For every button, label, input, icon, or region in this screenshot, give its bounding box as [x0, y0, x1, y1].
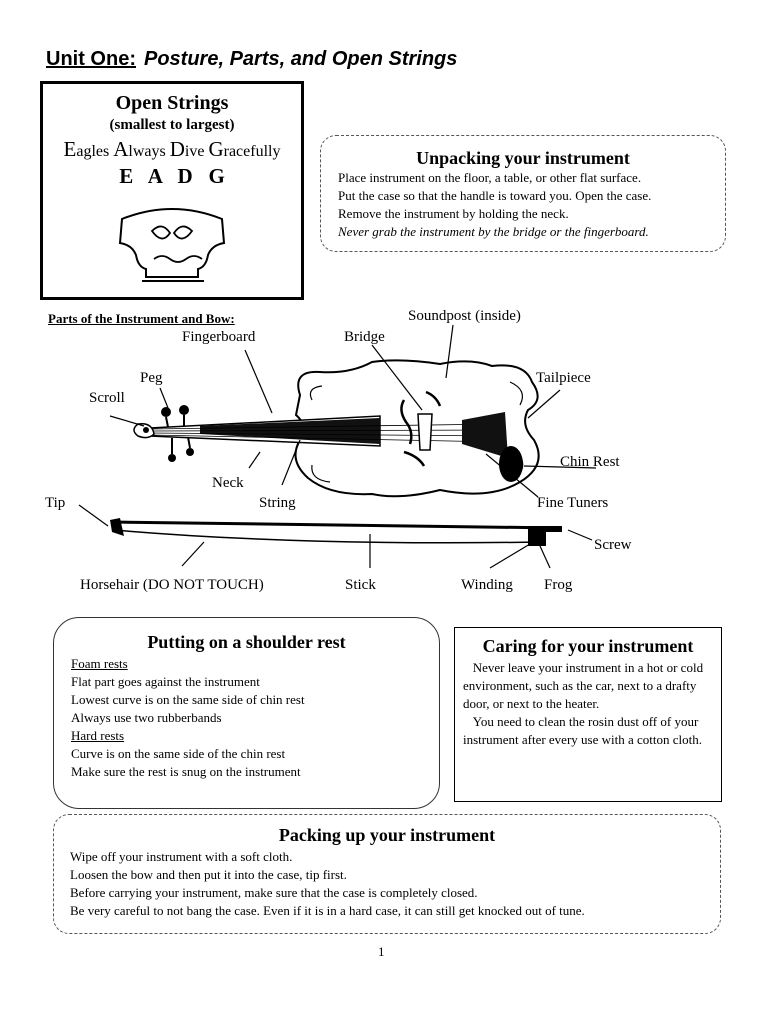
- unpacking-line: Put the case so that the handle is towar…: [338, 188, 652, 203]
- mnemonic-word: agles: [76, 143, 110, 160]
- unpacking-heading: Unpacking your instrument: [416, 148, 630, 168]
- label-bridge: Bridge: [344, 329, 385, 345]
- caring-paragraph-text: You need to clean the rosin dust off of …: [463, 714, 702, 747]
- label-tip: Tip: [45, 495, 66, 511]
- label-frog: Frog: [544, 577, 573, 593]
- label-stick: Stick: [345, 577, 376, 593]
- page-number: 1: [378, 944, 385, 959]
- label-fine-tuners: Fine Tuners: [537, 495, 609, 511]
- tailpiece: [462, 412, 508, 458]
- packing-heading: Packing up your instrument: [278, 825, 496, 845]
- packing-box: Packing up your instrument Wipe off your…: [53, 814, 721, 934]
- unit-label: Unit One:: [46, 48, 136, 70]
- violin-bridge: [417, 413, 433, 451]
- packing-line: Before carrying your instrument, make su…: [70, 885, 478, 900]
- parts-heading: Parts of the Instrument and Bow:: [48, 311, 235, 326]
- caring-box: Caring for your instrument Never leave y…: [454, 627, 722, 802]
- shoulder-rest-heading: Putting on a shoulder rest: [147, 632, 346, 652]
- mnemonic-word: ive: [184, 143, 205, 160]
- label-fingerboard: Fingerboard: [182, 329, 256, 345]
- hard-rest-line: Make sure the rest is snug on the instru…: [71, 764, 301, 779]
- violin-body: [294, 359, 540, 498]
- mnemonic-word: racefully: [223, 143, 281, 160]
- mnemonic-initial: D: [169, 137, 185, 161]
- label-peg: Peg: [140, 370, 163, 386]
- open-strings-subheading: (smallest to largest): [109, 117, 235, 133]
- label-winding: Winding: [461, 577, 513, 593]
- peg: [161, 407, 171, 417]
- bow-horsehair: [113, 529, 541, 544]
- open-strings-box: Open Strings (smallest to largest) Eagle…: [40, 81, 304, 300]
- mnemonic-initial: A: [113, 137, 129, 161]
- mnemonic-initial: E: [63, 137, 77, 161]
- mnemonic-line: Eagles Always Dive Gracefully: [43, 137, 301, 162]
- label-horsehair: Horsehair (DO NOT TOUCH): [80, 577, 264, 593]
- bow-frog: [528, 526, 546, 546]
- foam-rest-line: Always use two rubberbands: [71, 710, 222, 725]
- open-strings-heading: Open Strings: [115, 92, 229, 114]
- shoulder-rest-box: Putting on a shoulder rest Foam rests Fl…: [53, 617, 440, 809]
- caring-paragraph: Never leave your instrument in a hot or …: [463, 659, 713, 713]
- packing-line: Loosen the bow and then put it into the …: [70, 867, 347, 882]
- caring-paragraph: You need to clean the rosin dust off of …: [463, 713, 713, 749]
- page-title: Unit One: Posture, Parts, and Open String…: [46, 48, 457, 71]
- label-scroll: Scroll: [89, 390, 125, 406]
- label-string: String: [259, 495, 296, 511]
- packing-line: Wipe off your instrument with a soft clo…: [70, 849, 293, 864]
- foam-rest-line: Flat part goes against the instrument: [71, 674, 260, 689]
- unpacking-warning: Never grab the instrument by the bridge …: [338, 224, 649, 239]
- hard-rest-line: Curve is on the same side of the chin re…: [71, 746, 286, 761]
- foam-rest-line: Lowest curve is on the same side of chin…: [71, 692, 305, 707]
- caring-heading: Caring for your instrument: [482, 636, 694, 656]
- label-neck: Neck: [212, 475, 244, 491]
- unit-subtitle: Posture, Parts, and Open Strings: [144, 48, 458, 70]
- label-chin-rest: Chin Rest: [560, 454, 620, 470]
- unpacking-line: Remove the instrument by holding the nec…: [338, 206, 569, 221]
- unpacking-box: Unpacking your instrument Place instrume…: [320, 135, 726, 252]
- unpacking-line: Place instrument on the floor, a table, …: [338, 170, 642, 185]
- label-soundpost: Soundpost (inside): [408, 308, 521, 324]
- hard-rests-title: Hard rests: [71, 728, 125, 743]
- mnemonic-initial: G: [208, 137, 224, 161]
- caring-paragraph-text: Never leave your instrument in a hot or …: [463, 660, 704, 711]
- label-tailpiece: Tailpiece: [536, 370, 591, 386]
- chin-rest: [499, 446, 523, 482]
- bridge-illustration: [118, 208, 226, 282]
- packing-line: Be very careful to not bang the case. Ev…: [70, 903, 585, 918]
- mnemonic-word: lways: [128, 143, 166, 160]
- bow-stick: [111, 520, 561, 530]
- string-notes: E A D G: [119, 164, 225, 188]
- label-screw: Screw: [594, 537, 632, 553]
- foam-rests-title: Foam rests: [71, 656, 128, 671]
- violin-bow-diagram: [78, 324, 597, 569]
